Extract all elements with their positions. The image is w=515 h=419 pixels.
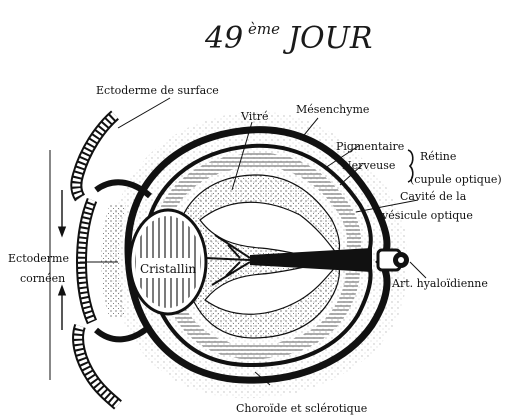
label-ectoderme-corneen-1: Ectoderme — [8, 252, 69, 265]
label-ectoderme-surface: Ectoderme de surface — [96, 84, 219, 97]
label-pigmentaire: Pigmentaire — [336, 140, 404, 153]
title-suffix: ème — [248, 20, 280, 38]
hyaloid-artery-lumen — [398, 257, 404, 263]
label-art-hyaloidienne: Art. hyaloïdienne — [391, 277, 488, 290]
label-retine: Rétine — [420, 150, 456, 163]
title-number: 49 — [204, 21, 243, 56]
label-nerveuse: Nerveuse — [342, 159, 395, 172]
label-cavite-2: vésicule optique — [381, 209, 473, 222]
label-cristallin: Cristallin — [140, 262, 196, 276]
label-choroide: Choroïde et sclérotique — [236, 402, 367, 415]
title-word: JOUR — [282, 21, 373, 56]
title: 49 ème JOUR — [204, 20, 373, 56]
label-cavite-1: Cavité de la — [400, 190, 467, 203]
label-ectoderme-corneen-2: cornéen — [20, 272, 65, 285]
label-mesenchyme: Mésenchyme — [296, 103, 369, 116]
label-vitre: Vitré — [240, 110, 268, 123]
label-cupule-optique: (cupule optique) — [410, 173, 502, 186]
